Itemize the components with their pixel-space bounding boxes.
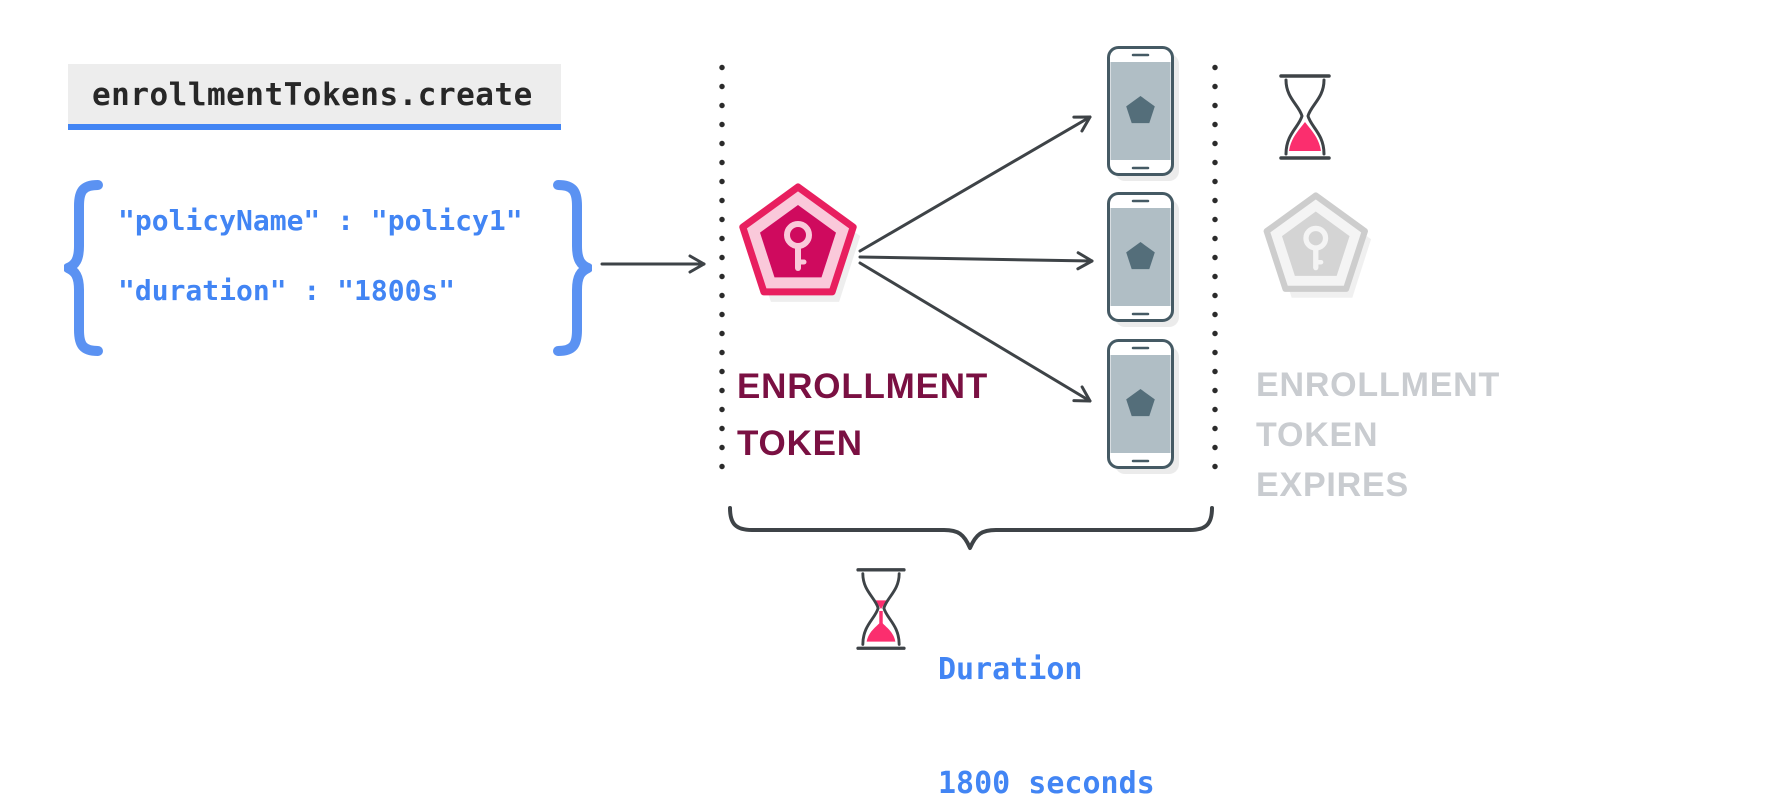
left-curly-brace-icon [64, 180, 103, 356]
duration-label: Duration 1800 seconds [938, 575, 1155, 795]
boundary-dotted-line-right [1212, 58, 1218, 470]
request-body-line-1: "policyName" : "policy1" [118, 204, 523, 237]
expires-label-line3: EXPIRES [1256, 466, 1409, 504]
arrow-right-icon [600, 254, 706, 274]
device-phone-icon-2 [1107, 192, 1179, 327]
boundary-dotted-line-left [719, 58, 725, 470]
duration-label-line1: Duration [938, 652, 1083, 687]
token-to-devices-arrows-icon [858, 115, 1094, 403]
device-phone-icon-3 [1107, 339, 1179, 474]
request-body-line-2: "duration" : "1800s" [118, 274, 456, 307]
enrollment-token-pentagon-key-icon [739, 183, 861, 302]
enrollment-token-label: ENROLLMENT TOKEN [737, 358, 988, 472]
duration-label-line2: 1800 seconds [938, 766, 1155, 795]
duration-hourglass-icon [856, 568, 906, 650]
enrollment-token-label-line2: TOKEN [737, 424, 863, 463]
expires-label-line2: TOKEN [1256, 416, 1379, 454]
duration-span-brace-icon [728, 506, 1214, 550]
device-phone-icon-1 [1107, 46, 1179, 181]
api-method-label: enrollmentTokens.create [68, 64, 561, 130]
pentagon-key-expired-icon [1263, 192, 1372, 298]
right-curly-brace-icon [553, 180, 592, 356]
enrollment-token-expires-label: ENROLLMENT TOKEN EXPIRES [1256, 360, 1500, 510]
enrollment-token-label-line1: ENROLLMENT [737, 367, 989, 406]
hourglass-expiry-icon [1279, 74, 1331, 160]
expires-label-line1: ENROLLMENT [1256, 366, 1501, 404]
